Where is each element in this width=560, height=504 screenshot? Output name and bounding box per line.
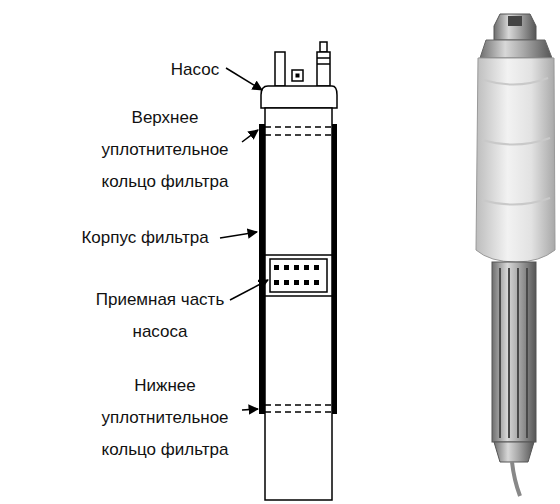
intake-holes: [274, 265, 319, 285]
part-label: Насос: [150, 54, 240, 86]
pump-schematic: [261, 42, 337, 500]
leader-arrows: [220, 68, 268, 410]
part-label: Приемная часть насоса: [85, 284, 235, 348]
pump-photo: [476, 14, 555, 496]
part-label: Корпус фильтра: [60, 222, 230, 254]
filter-housing: [259, 124, 337, 414]
part-label: Нижнее уплотнительное кольцо фильтра: [95, 370, 235, 466]
seal-rings: [265, 127, 332, 412]
part-label: Верхнее уплотнительное кольцо фильтра: [95, 102, 235, 198]
